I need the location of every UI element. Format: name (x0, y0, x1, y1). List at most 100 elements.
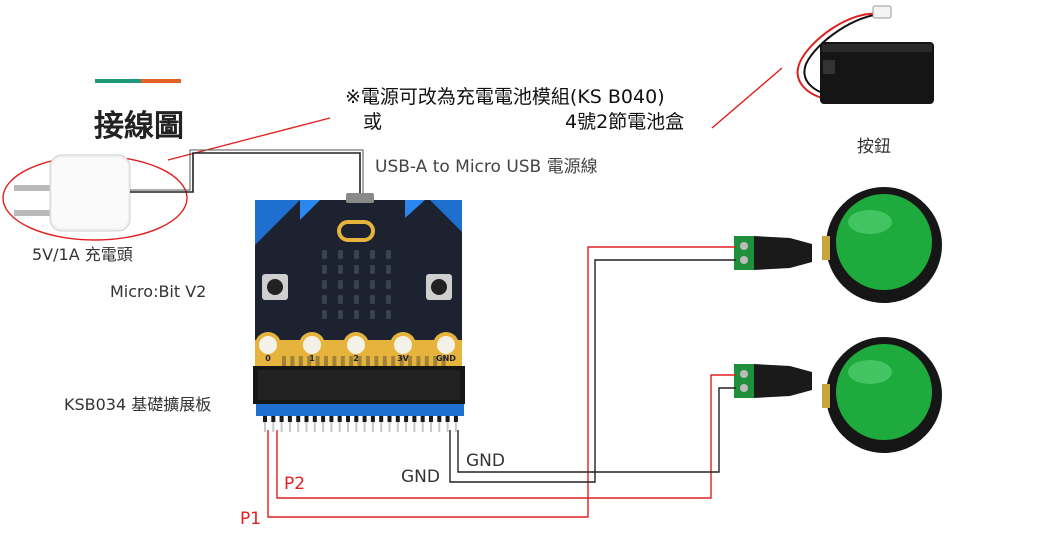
header-pin (338, 422, 341, 432)
battery-box-icon (796, 5, 934, 104)
led (322, 310, 327, 319)
board-corner-blue-left (255, 200, 300, 245)
led (386, 295, 391, 304)
edge-finger (332, 356, 337, 368)
pin-label: 1 (309, 354, 315, 363)
led (354, 295, 359, 304)
pin-pad-2: 2 (343, 332, 369, 364)
edge-finger (324, 356, 328, 368)
header-pin (430, 422, 432, 432)
edge-finger (366, 356, 370, 368)
expansion-board (253, 366, 465, 432)
dc-terminal-adapter-1 (734, 236, 812, 270)
charger-label: 5V/1A 充電頭 (32, 245, 133, 264)
edge-finger (315, 356, 320, 368)
header-pins (263, 416, 458, 432)
edge-finger (408, 356, 412, 368)
header-pin (413, 422, 416, 432)
header-pin-base (437, 416, 442, 422)
board-corner-blue-left-2 (300, 200, 320, 220)
arcade-button-2 (822, 337, 942, 453)
pin-pads: 0 1 2 3V GND (255, 332, 459, 368)
arcade-button-1 (822, 187, 942, 303)
usb-port (346, 193, 374, 203)
led (338, 310, 343, 319)
led (386, 250, 391, 259)
wires (267, 246, 736, 518)
p2-label: P2 (284, 474, 305, 494)
logo-touch (337, 220, 375, 242)
header-pin-base (395, 416, 400, 422)
usb-cable-inner (130, 149, 364, 200)
dc-terminal-adapter-2 (734, 364, 812, 398)
header-pin (388, 422, 391, 432)
page-title: 接線圖 (94, 109, 184, 144)
button-b (426, 274, 452, 300)
microbit-label: Micro:Bit V2 (110, 282, 206, 301)
button-label: 按鈕 (857, 137, 891, 157)
led (370, 295, 375, 304)
usb-cable-label: USB-A to Micro USB 電源線 (375, 157, 598, 177)
header-pin (280, 422, 283, 432)
wire-p1 (267, 246, 736, 518)
pin-label: 0 (265, 354, 271, 363)
microbit-board-icon: 0 1 2 3V GND (255, 193, 462, 370)
led (386, 280, 391, 289)
header-pin (371, 422, 374, 432)
board-corner-blue-right-2 (405, 200, 425, 218)
pin-label: 2 (353, 354, 359, 363)
header-pin (421, 422, 424, 432)
edge-finger (290, 356, 295, 368)
header-pin (396, 422, 399, 432)
edge-finger (424, 356, 429, 368)
header-pin-base (271, 416, 276, 422)
led (354, 310, 359, 319)
power-note-or: 或 (363, 111, 382, 133)
board-corner-blue-right (430, 200, 462, 232)
header-pin (347, 422, 349, 432)
usb-cable (130, 152, 361, 200)
led (338, 265, 343, 274)
edge-finger (349, 356, 354, 368)
header-pin (363, 422, 366, 432)
header-pin-base (321, 416, 326, 422)
header-pin-base (370, 416, 375, 422)
header-pin-base (404, 416, 409, 422)
led (322, 265, 327, 274)
wire-gnd-1 (449, 259, 736, 483)
edge-finger (382, 356, 387, 368)
power-note: ※電源可改為充電電池模組(KS B040) 或 4號2節電池盒 (345, 86, 684, 133)
header-pin-base (287, 416, 292, 422)
header-pin-base (329, 416, 334, 422)
header-pin-base (279, 416, 284, 422)
pin-pad-gnd: GND (433, 332, 459, 364)
led (322, 280, 327, 289)
header-pin-base (387, 416, 392, 422)
header-pin-base (337, 416, 342, 422)
header-pin-base (304, 416, 309, 422)
edge-finger (399, 356, 404, 368)
edge-finger (391, 356, 396, 368)
led (386, 265, 391, 274)
header-pin-base (263, 416, 267, 422)
led (370, 310, 375, 319)
header-pin-base (346, 416, 350, 422)
header-pin-base (429, 416, 433, 422)
header-pin-base (412, 416, 417, 422)
edge-finger (433, 356, 438, 368)
pin-pad-3v: 3V (390, 332, 416, 364)
led (370, 280, 375, 289)
title-accent-orange (141, 79, 181, 83)
led (338, 250, 343, 259)
header-pin-base (354, 416, 359, 422)
wire-p2 (276, 374, 736, 499)
header-pin (264, 422, 266, 432)
header-pin (313, 422, 316, 432)
header-pin (446, 422, 449, 432)
p1-label: P1 (240, 509, 261, 529)
edge-finger (282, 356, 286, 368)
header-pin (288, 422, 291, 432)
header-pin-base (296, 416, 301, 422)
header-pin-base (379, 416, 384, 422)
